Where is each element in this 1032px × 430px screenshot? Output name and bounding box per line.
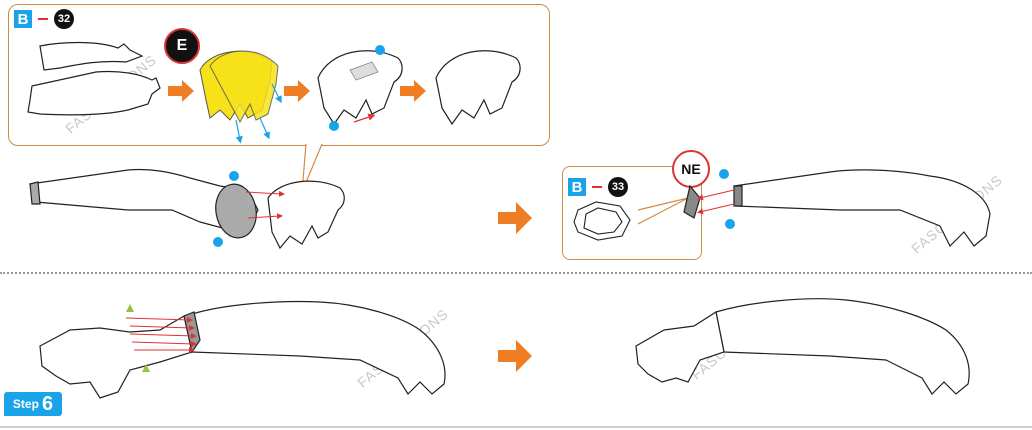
- flat-part-pieces: [28, 43, 160, 115]
- arm-assembly: [30, 169, 344, 248]
- yellow-gluing-pieces: [200, 51, 278, 122]
- next-step-arrow-icon: [498, 202, 532, 372]
- ring-part: [574, 202, 630, 240]
